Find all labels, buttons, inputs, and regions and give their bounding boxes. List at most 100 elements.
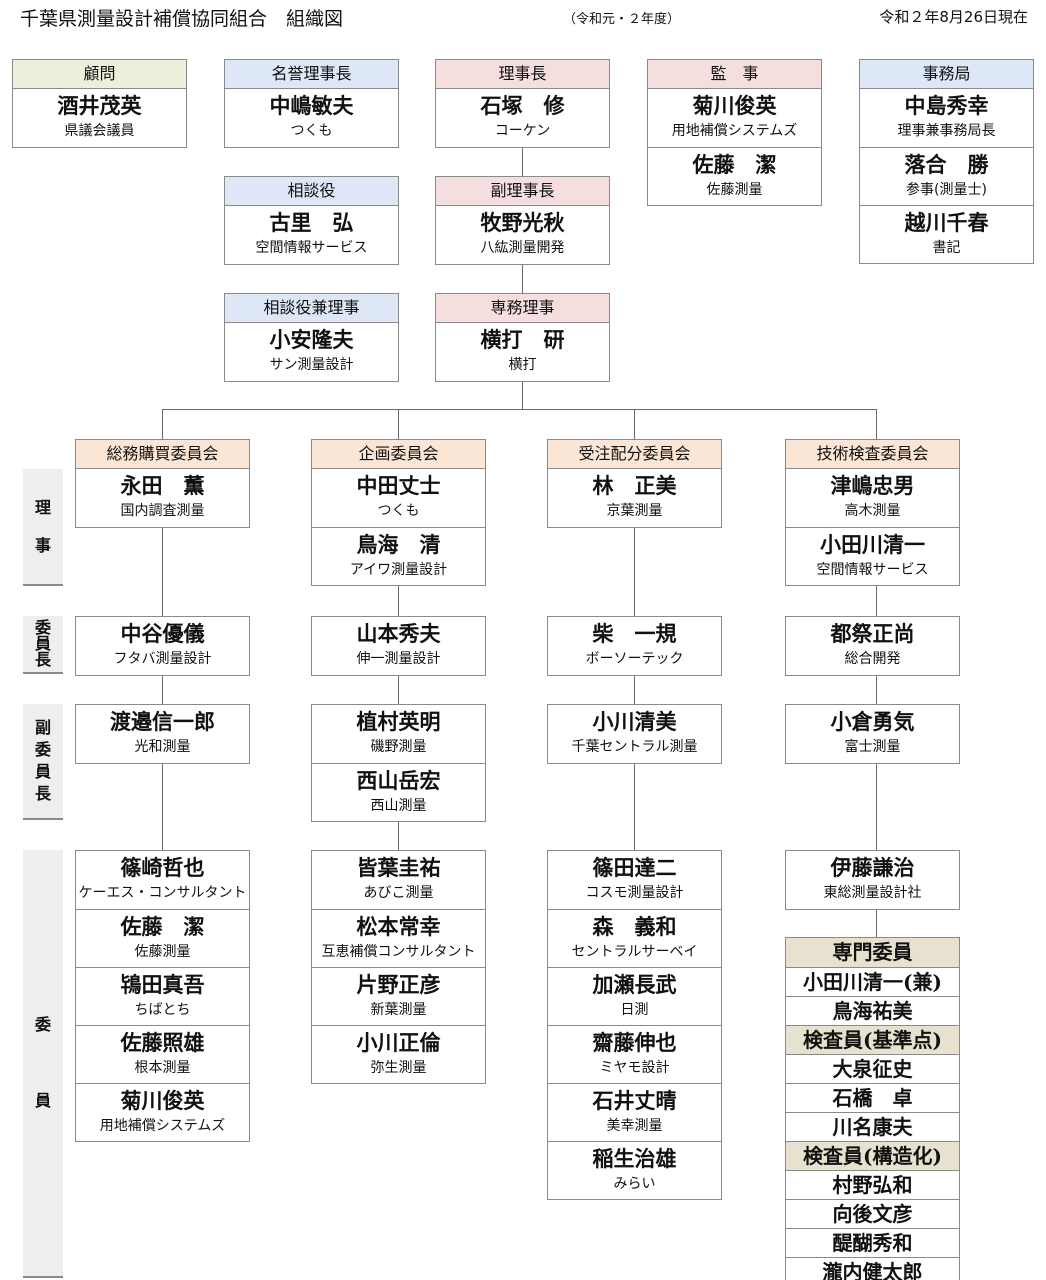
connector-col4-d (876, 907, 877, 938)
member-cell: 中嶋敏夫つくも (225, 89, 398, 147)
member-cell: 森 義和セントラルサーベイ (548, 909, 721, 967)
member-name: 森 義和 (592, 914, 677, 939)
specialist-heading: 検査員(基準点) (786, 1025, 959, 1054)
connector-drop-1 (162, 409, 163, 439)
member-org: 県議会議員 (64, 123, 135, 139)
member-cell: 松本常幸互恵補償コンサルタント (312, 909, 485, 967)
member-name: 津嶋忠男 (830, 473, 915, 498)
committee-name: 企画委員会 (312, 440, 485, 469)
committee-name: 受注配分委員会 (548, 440, 721, 469)
member-name: 佐藤 潔 (692, 152, 777, 177)
member-name: 植村英明 (356, 709, 441, 734)
member-org: 用地補償システムズ (671, 123, 798, 139)
member-name: 加瀬長武 (592, 972, 677, 997)
member-name: 牧野光秋 (480, 210, 565, 235)
member-cell: 越川千春書記 (860, 205, 1033, 263)
committee-chair-box: 中谷優儀フタバ測量設計 (75, 616, 250, 676)
member-name: 鴇田真吾 (120, 972, 205, 997)
connector-col4-a (876, 585, 877, 616)
managing-director-box: 専務理事 横打 研横打 (435, 293, 610, 382)
member-org: 京葉測量 (606, 503, 663, 519)
member-name: 稲生治雄 (592, 1146, 677, 1171)
committee-vice-box: 小川清美千葉セントラル測量 (547, 704, 722, 764)
member-org: ちばとち (134, 1002, 191, 1018)
member-cell: 中島秀幸理事兼事務局長 (860, 89, 1033, 147)
specialists-box: 専門委員 小田川清一(兼) 鳥海祐美 検査員(基準点) 大泉征史 石橋 卓 川名… (785, 937, 960, 1280)
member-cell: 植村英明磯野測量 (312, 705, 485, 763)
member-name: 落合 勝 (904, 152, 989, 177)
specialist-name: 川名康夫 (786, 1112, 959, 1141)
member-cell: 中田丈士つくも (312, 469, 485, 527)
connector-drop-3 (634, 409, 635, 439)
member-cell: 篠田達二コスモ測量設計 (548, 851, 721, 909)
committee-chair-box: 都祭正尚総合開発 (785, 616, 960, 676)
member-cell: 永田 薫国内調査測量 (76, 469, 249, 527)
member-org: 美幸測量 (606, 1118, 663, 1134)
member-cell: 小倉勇気富士測量 (786, 705, 959, 763)
committee-box-general-affairs: 総務購買委員会 永田 薫国内調査測量 (75, 439, 250, 528)
member-org: 総合開発 (844, 651, 901, 667)
chair-role: 理事長 (436, 60, 609, 89)
connector-col1-a (162, 527, 163, 616)
member-cell: 稲生治雄みらい (548, 1141, 721, 1199)
connector-col3-a (634, 527, 635, 616)
row-label-chairperson: 委 員 長 (23, 616, 63, 674)
member-cell: 牧野光秋八紘測量開発 (436, 206, 609, 264)
auditors-role: 監 事 (648, 60, 821, 89)
member-cell: 篠崎哲也ケーエス・コンサルタント (76, 851, 249, 909)
committee-box-technical-inspection: 技術検査委員会 津嶋忠男高木測量 小田川清一空間情報サービス (785, 439, 960, 586)
member-cell: 渡邉信一郎光和測量 (76, 705, 249, 763)
member-org: つくも (290, 123, 333, 139)
member-name: 山本秀夫 (356, 621, 441, 646)
committee-members-box: 皆葉圭祐あびこ測量 松本常幸互恵補償コンサルタント 片野正彦新葉測量 小川正倫弥… (311, 850, 486, 1084)
member-name: 酒井茂英 (57, 93, 142, 118)
member-name: 伊藤謙治 (830, 855, 915, 880)
member-name: 横打 研 (480, 327, 565, 352)
member-cell: 山本秀夫伸一測量設計 (312, 617, 485, 675)
member-name: 石井丈晴 (592, 1088, 677, 1113)
member-org: フタバ測量設計 (113, 651, 212, 667)
member-org: 互恵補償コンサルタント (321, 944, 476, 960)
member-org: 千葉セントラル測量 (571, 739, 698, 755)
member-cell: 津嶋忠男高木測量 (786, 469, 959, 527)
member-name: 古里 弘 (269, 210, 354, 235)
row-label-char: 委 (34, 1015, 51, 1034)
member-name: 中島秀幸 (904, 93, 989, 118)
member-org: 高木測量 (844, 503, 901, 519)
fiscal-year-label: （令和元・２年度） (563, 12, 681, 27)
member-org: アイワ測量設計 (349, 562, 448, 578)
member-org: コーケン (494, 123, 551, 139)
committee-name: 総務購買委員会 (76, 440, 249, 469)
member-cell: 佐藤 潔佐藤測量 (76, 909, 249, 967)
committee-members-box: 篠田達二コスモ測量設計 森 義和セントラルサーベイ 加瀬長武日測 齋藤伸也ミヤモ… (547, 850, 722, 1200)
as-of-date: 令和２年8月26日現在 (879, 8, 1028, 26)
member-cell: 齋藤伸也ミヤモ設計 (548, 1025, 721, 1083)
connector-col3-b (634, 673, 635, 704)
row-label-char: 員 (34, 634, 51, 653)
member-org: 佐藤測量 (706, 182, 763, 198)
member-cell: 伊藤謙治東総測量設計社 (786, 851, 959, 909)
member-cell: 小安隆夫サン測量設計 (225, 323, 398, 381)
member-org: 伸一測量設計 (356, 651, 441, 667)
specialist-name: 瀧内健太郎 (786, 1257, 959, 1280)
member-cell: 鴇田真吾ちばとち (76, 967, 249, 1025)
committee-members-box: 篠崎哲也ケーエス・コンサルタント 佐藤 潔佐藤測量 鴇田真吾ちばとち 佐藤照雄根… (75, 850, 250, 1142)
member-name: 小倉勇気 (830, 709, 915, 734)
member-cell: 菊川俊英用地補償システムズ (76, 1083, 249, 1141)
member-org: ボーソーテック (585, 651, 684, 667)
connector-col3-c (634, 761, 635, 850)
connector-drop-4 (876, 409, 877, 439)
member-cell: 横打 研横打 (436, 323, 609, 381)
member-name: 渡邉信一郎 (110, 709, 215, 734)
member-org: コスモ測量設計 (585, 885, 684, 901)
member-cell: 落合 勝参事(測量士) (860, 147, 1033, 205)
member-cell: 酒井茂英県議会議員 (13, 89, 186, 147)
connector-col1-c (162, 761, 163, 850)
member-cell: 佐藤照雄根本測量 (76, 1025, 249, 1083)
committee-box-order-allocation: 受注配分委員会 林 正美京葉測量 (547, 439, 722, 528)
member-org: 光和測量 (134, 739, 191, 755)
member-org: 根本測量 (134, 1060, 191, 1076)
consultant-director-box: 相談役兼理事 小安隆夫サン測量設計 (224, 293, 399, 382)
member-name: 永田 薫 (120, 473, 205, 498)
member-org: 空間情報サービス (816, 562, 929, 578)
